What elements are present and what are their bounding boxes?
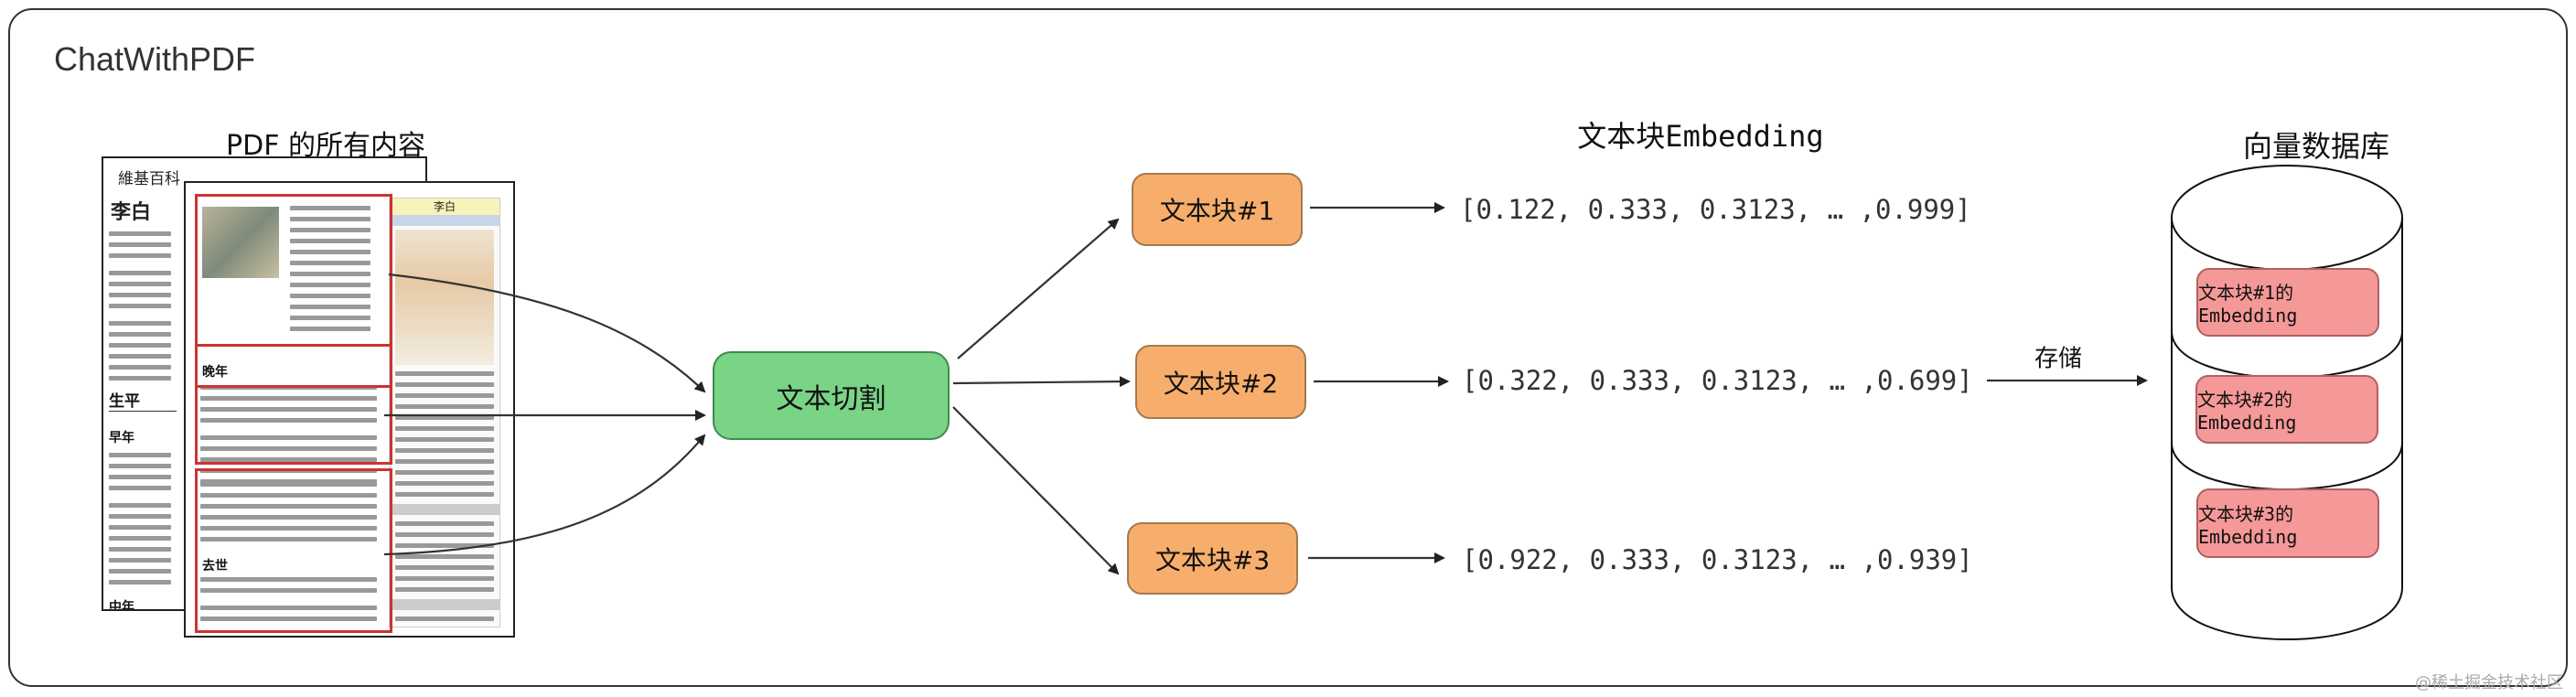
arrow-pdf-to-split-1 — [388, 273, 706, 393]
diagram-title: ChatWithPDF — [54, 40, 256, 78]
section-heading: 去世 — [202, 559, 228, 574]
stored-embedding-1: 文本块#1的Embedding — [2196, 268, 2379, 337]
section-heading: 中年 — [109, 600, 134, 611]
stored-embedding-2: 文本块#2的Embedding — [2195, 375, 2378, 444]
article-title: 李白 — [111, 201, 152, 224]
wiki-logo-text: 維基百科 — [118, 170, 180, 188]
chunk-node-1: 文本块#1 — [1132, 173, 1303, 246]
infobox-title: 李白 — [390, 198, 499, 215]
embedding-vector-3: [0.922, 0.333, 0.3123, … ,0.939] — [1462, 544, 1973, 575]
embedding-title: 文本块Embedding — [1577, 119, 1824, 154]
section-heading: 晚年 — [202, 365, 228, 380]
infobox: 李白 — [389, 198, 500, 627]
store-label: 存储 — [2034, 345, 2083, 373]
portrait-image — [395, 230, 494, 365]
embedding-vector-1: [0.122, 0.333, 0.3123, … ,0.999] — [1460, 194, 1971, 225]
text-split-node: 文本切割 — [713, 351, 950, 440]
chunk-highlight-1 — [195, 194, 392, 388]
chunk-highlight-3 — [195, 468, 392, 633]
arrow-split-to-chunk-3 — [952, 406, 1120, 575]
pdf-page-front: 晚年 去世 李白 — [184, 181, 515, 638]
stored-embedding-3: 文本块#3的Embedding — [2196, 488, 2379, 558]
section-heading: 早年 — [109, 431, 134, 445]
embedding-vector-2: [0.322, 0.333, 0.3123, … ,0.699] — [1462, 365, 1973, 396]
arrow-split-to-chunk-1 — [957, 218, 1120, 359]
arrow-split-to-chunk-2 — [952, 376, 1131, 388]
chunk-node-2: 文本块#2 — [1135, 345, 1306, 419]
diagram-frame — [8, 8, 2568, 687]
painting-image — [202, 207, 279, 278]
vector-db-title: 向量数据库 — [2242, 129, 2390, 164]
chunk-highlight-2 — [195, 344, 392, 465]
arrow-pdf-to-split-3 — [383, 434, 706, 556]
chunk-node-3: 文本块#3 — [1127, 522, 1298, 595]
watermark: @稀土掘金技术社区 — [2415, 673, 2563, 692]
section-heading: 生平 — [109, 388, 177, 412]
